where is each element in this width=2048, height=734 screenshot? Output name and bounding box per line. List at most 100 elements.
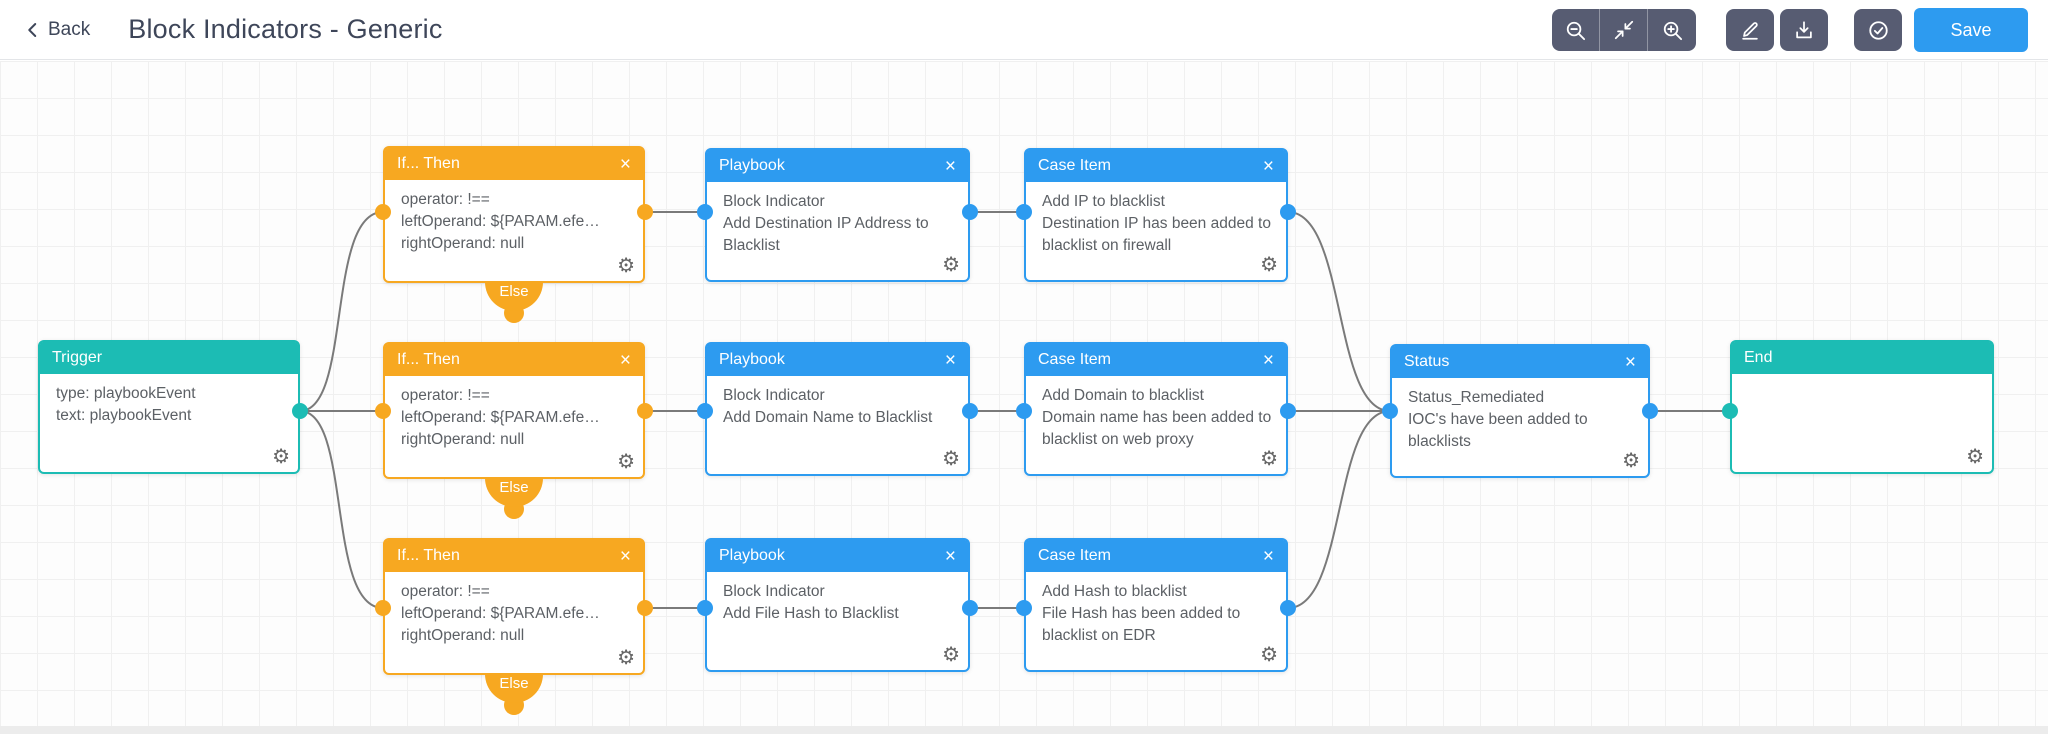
node-body: Add Hash to blacklist File Hash has been… <box>1026 572 1286 670</box>
close-icon[interactable]: × <box>944 545 956 567</box>
close-icon[interactable]: × <box>944 155 956 177</box>
connector-dot-if3-in[interactable] <box>375 600 391 616</box>
close-icon[interactable]: × <box>944 349 956 371</box>
node-if-then-3[interactable]: If... Then × operator: !== leftOperand: … <box>383 538 645 715</box>
fit-view-button[interactable] <box>1600 9 1648 51</box>
settings-gear-icon[interactable]: ⚙ <box>617 647 635 669</box>
node-title: Trigger <box>52 349 103 366</box>
node-title: Playbook <box>719 351 785 368</box>
close-icon[interactable]: × <box>619 349 631 371</box>
node-trigger[interactable]: Trigger type: playbookEvent text: playbo… <box>38 340 300 474</box>
connector-dot-ci3-in[interactable] <box>1016 600 1032 616</box>
settings-gear-icon[interactable]: ⚙ <box>617 451 635 473</box>
node-case-item-1[interactable]: Case Item × Add IP to blacklist Destinat… <box>1024 148 1288 282</box>
connector-dot-trigger-out[interactable] <box>292 403 308 419</box>
download-button[interactable] <box>1780 9 1828 51</box>
node-text-line: Add IP to blacklist <box>1042 193 1165 210</box>
connector-dot-end-in[interactable] <box>1722 403 1738 419</box>
node-title: Case Item <box>1038 157 1111 174</box>
node-case-item-2[interactable]: Case Item × Add Domain to blacklist Doma… <box>1024 342 1288 476</box>
connector-dot-if1-out[interactable] <box>637 204 653 220</box>
connector-dot-ci3-out[interactable] <box>1280 600 1296 616</box>
close-icon[interactable]: × <box>1624 351 1636 373</box>
back-button[interactable]: Back <box>24 19 90 41</box>
node-header: If... Then × <box>385 148 643 180</box>
connector-dot-pb3-in[interactable] <box>697 600 713 616</box>
node-text-line: Block Indicator <box>723 583 825 600</box>
else-label: Else <box>499 675 529 692</box>
connector-dot-status-in[interactable] <box>1382 403 1398 419</box>
node-title: If... Then <box>397 351 460 368</box>
node-text-line: Status_Remediated <box>1408 389 1545 406</box>
connector-dot-pb2-in[interactable] <box>697 403 713 419</box>
connector-dot-pb1-out[interactable] <box>962 204 978 220</box>
settings-gear-icon[interactable]: ⚙ <box>1260 254 1278 276</box>
zoom-button-group <box>1552 9 1696 51</box>
node-playbook-3[interactable]: Playbook × Block Indicator Add File Hash… <box>705 538 970 672</box>
connector-dot-ci2-in[interactable] <box>1016 403 1032 419</box>
zoom-out-button[interactable] <box>1552 9 1600 51</box>
node-text-line: Block Indicator <box>723 193 825 210</box>
connector-dot-if3-out[interactable] <box>637 600 653 616</box>
pencil-icon <box>1742 22 1758 40</box>
node-title: Status <box>1404 353 1450 370</box>
node-title: Playbook <box>719 547 785 564</box>
node-body: Status_Remediated IOC's have been added … <box>1392 378 1648 476</box>
collapse-arrows-icon <box>1614 20 1633 40</box>
node-end[interactable]: End ⚙ <box>1730 340 1994 474</box>
close-icon[interactable]: × <box>1262 545 1274 567</box>
horizontal-scrollbar-track[interactable] <box>0 726 2048 734</box>
connector-dot-if2-out[interactable] <box>637 403 653 419</box>
zoom-in-button[interactable] <box>1648 9 1696 51</box>
node-body: operator: !== leftOperand: ${PARAM.efe… … <box>385 572 643 673</box>
download-icon <box>1796 21 1812 39</box>
settings-gear-icon[interactable]: ⚙ <box>1260 448 1278 470</box>
else-label: Else <box>499 283 529 300</box>
node-body: Add Domain to blacklist Domain name has … <box>1026 376 1286 474</box>
node-status[interactable]: Status × Status_Remediated IOC's have be… <box>1390 344 1650 478</box>
close-icon[interactable]: × <box>619 545 631 567</box>
node-header: End <box>1732 342 1992 374</box>
edit-button[interactable] <box>1726 9 1774 51</box>
settings-gear-icon[interactable]: ⚙ <box>942 448 960 470</box>
connector-dot-pb1-in[interactable] <box>697 204 713 220</box>
settings-gear-icon[interactable]: ⚙ <box>1622 450 1640 472</box>
node-case-item-3[interactable]: Case Item × Add Hash to blacklist File H… <box>1024 538 1288 672</box>
connector-dot-ci1-in[interactable] <box>1016 204 1032 220</box>
save-button[interactable]: Save <box>1914 8 2028 52</box>
node-if-then-1[interactable]: If... Then × operator: !== leftOperand: … <box>383 146 645 323</box>
connector-dot-ci2-out[interactable] <box>1280 403 1296 419</box>
node-header: Status × <box>1392 346 1648 378</box>
node-text-line: operator: !== <box>401 583 490 600</box>
connector-dot-pb3-out[interactable] <box>962 600 978 616</box>
close-icon[interactable]: × <box>619 153 631 175</box>
node-header: Case Item × <box>1026 540 1286 572</box>
connector-dot-status-out[interactable] <box>1642 403 1658 419</box>
node-header: Case Item × <box>1026 150 1286 182</box>
node-text-line: Add Domain Name to Blacklist <box>723 409 933 426</box>
connector-dot-ci1-out[interactable] <box>1280 204 1296 220</box>
node-title: Playbook <box>719 157 785 174</box>
node-if-then-2[interactable]: If... Then × operator: !== leftOperand: … <box>383 342 645 519</box>
validate-button[interactable] <box>1854 9 1902 51</box>
node-text-line: Add File Hash to Blacklist <box>723 605 899 622</box>
node-body: Block Indicator Add Domain Name to Black… <box>707 376 968 474</box>
node-header: Playbook × <box>707 344 968 376</box>
settings-gear-icon[interactable]: ⚙ <box>617 255 635 277</box>
node-text-line: Block Indicator <box>723 387 825 404</box>
settings-gear-icon[interactable]: ⚙ <box>942 254 960 276</box>
connector-dot-pb2-out[interactable] <box>962 403 978 419</box>
close-icon[interactable]: × <box>1262 155 1274 177</box>
settings-gear-icon[interactable]: ⚙ <box>1966 446 1984 468</box>
node-text-line: rightOperand: null <box>401 235 525 252</box>
node-playbook-2[interactable]: Playbook × Block Indicator Add Domain Na… <box>705 342 970 476</box>
settings-gear-icon[interactable]: ⚙ <box>942 644 960 666</box>
settings-gear-icon[interactable]: ⚙ <box>272 446 290 468</box>
node-body: Add IP to blacklist Destination IP has b… <box>1026 182 1286 280</box>
settings-gear-icon[interactable]: ⚙ <box>1260 644 1278 666</box>
node-body: Block Indicator Add File Hash to Blackli… <box>707 572 968 670</box>
connector-dot-if1-in[interactable] <box>375 204 391 220</box>
close-icon[interactable]: × <box>1262 349 1274 371</box>
connector-dot-if2-in[interactable] <box>375 403 391 419</box>
node-playbook-1[interactable]: Playbook × Block Indicator Add Destinati… <box>705 148 970 282</box>
